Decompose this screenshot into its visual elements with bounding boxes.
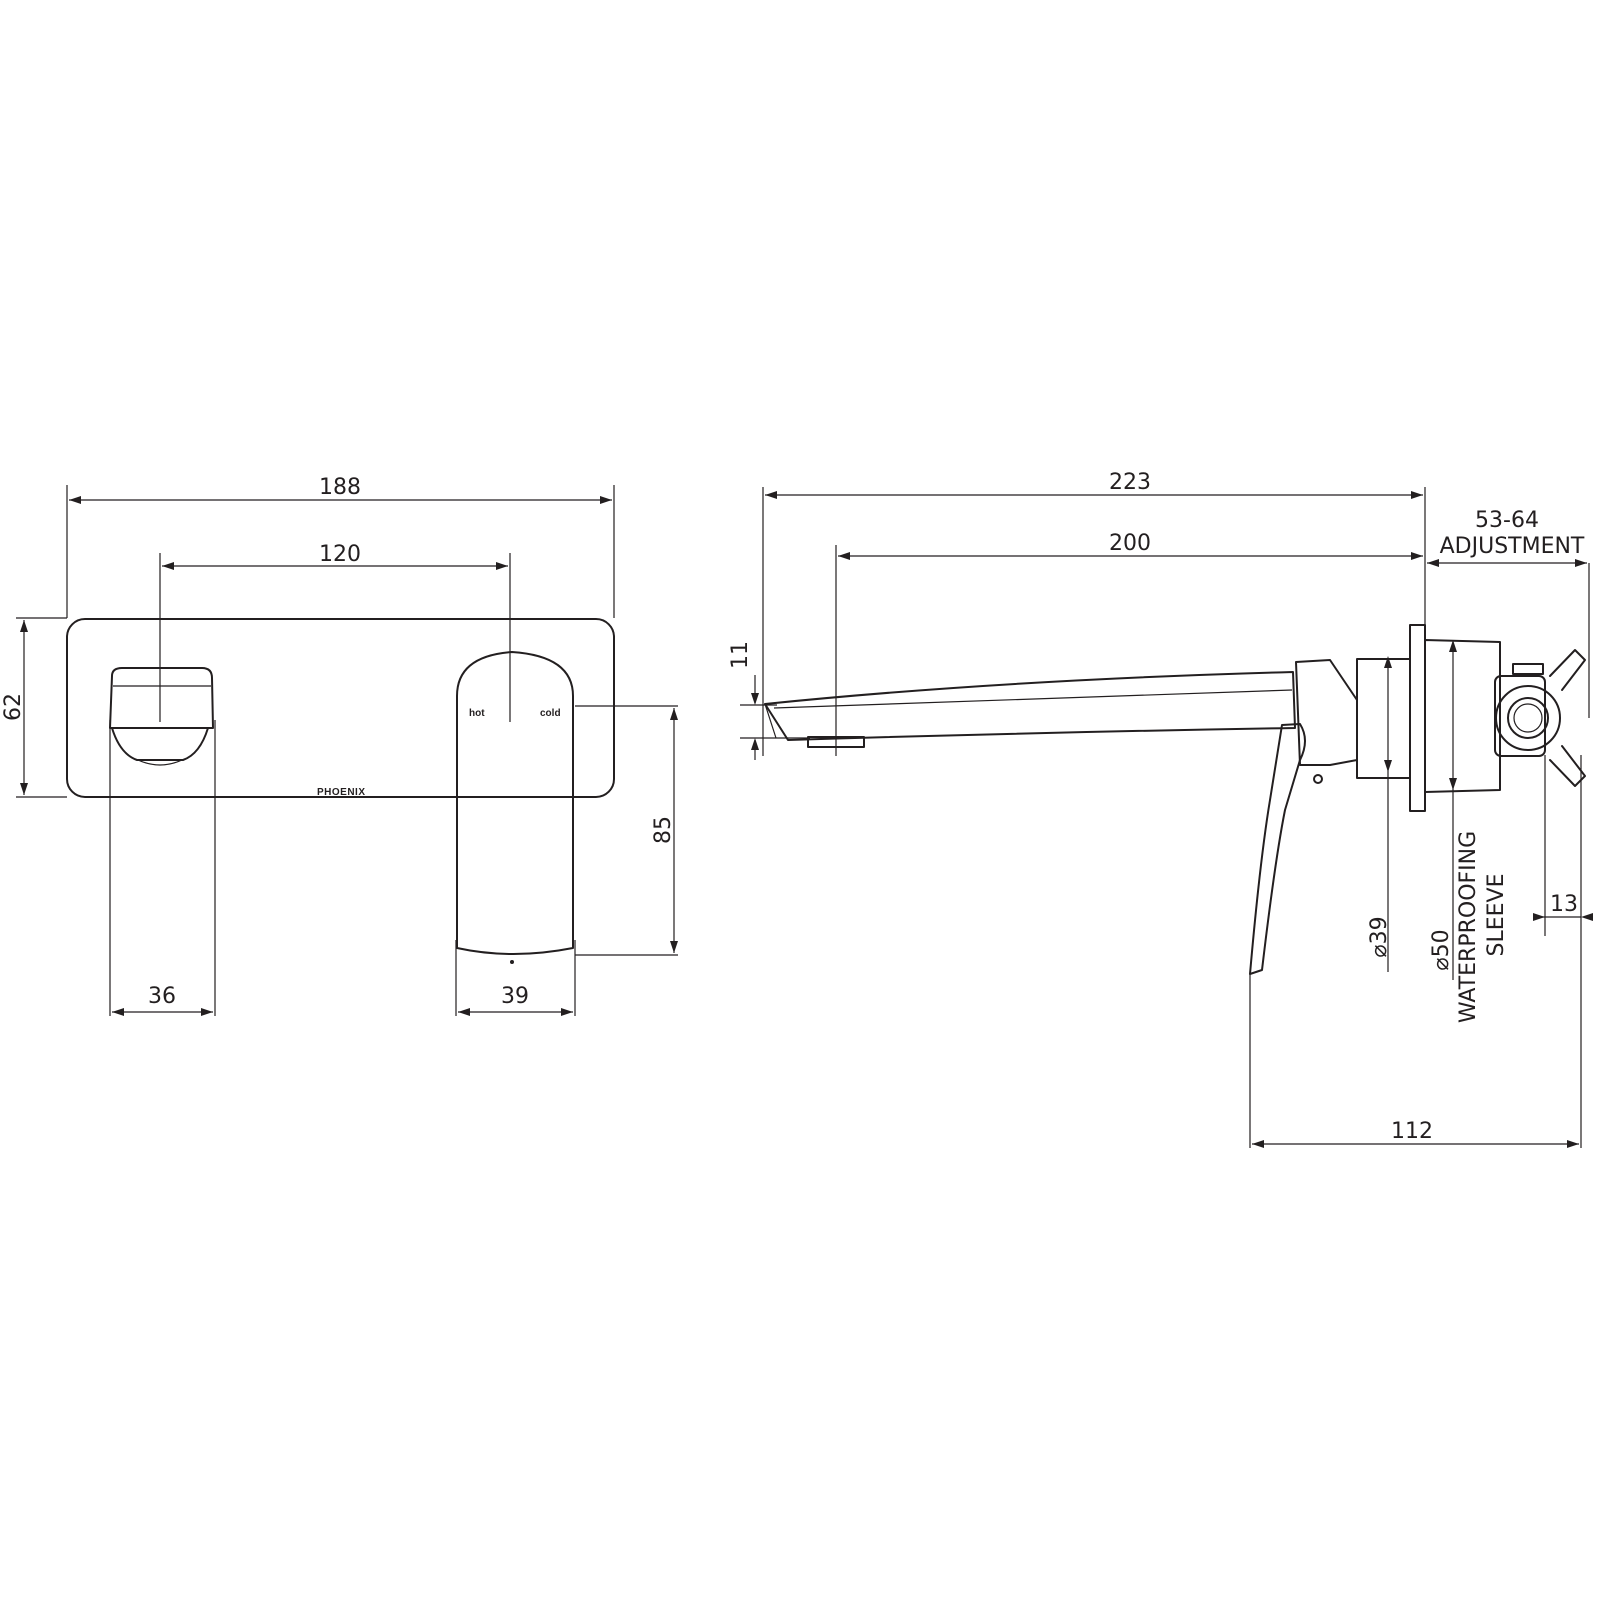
dim-overall-width: 188 (319, 475, 361, 500)
cover-plate (66, 618, 615, 798)
dim-centres: 120 (319, 542, 361, 567)
brand-logo: PHOENIX (317, 787, 366, 798)
dim-height: 62 (1, 693, 26, 721)
dim-handle-width: 36 (148, 984, 176, 1009)
lever-handle-side (1249, 723, 1323, 975)
sleeve-label-line1: WATERPROOFING (1456, 831, 1481, 1023)
sleeve-label-line2: SLEEVE (1484, 874, 1509, 957)
dim-adjustment-label: ADJUSTMENT (1440, 534, 1585, 559)
dim-spout-reach: 200 (1109, 531, 1151, 556)
mixer-body-side (1295, 624, 1501, 812)
side-view: 223 200 53-64 ADJUSTMENT 11 112 13 ⌀39 ⌀… (728, 470, 1593, 1148)
dim-adjustment-value: 53-64 (1475, 508, 1539, 533)
dim-spout-width: 39 (501, 984, 529, 1009)
dim-sleeve-diameter: ⌀50 (1429, 929, 1454, 970)
dim-body-diameter: ⌀39 (1367, 916, 1392, 957)
mixer-handle-front (109, 667, 214, 766)
valve-body-side (1494, 649, 1586, 787)
dim-spout-outlet-height: 11 (728, 641, 753, 669)
hot-label: hot (469, 708, 485, 719)
dim-lever-length: 112 (1391, 1119, 1433, 1144)
dim-plate-thickness: 13 (1550, 892, 1578, 917)
cold-label: cold (540, 708, 561, 719)
spout-side (764, 671, 1296, 748)
front-view: 188 120 62 85 36 39 hot cold PHOENIX (1, 475, 678, 1016)
dim-overall-length: 223 (1109, 470, 1151, 495)
dim-spout-projection: 85 (651, 816, 676, 844)
spout-front (456, 651, 574, 964)
